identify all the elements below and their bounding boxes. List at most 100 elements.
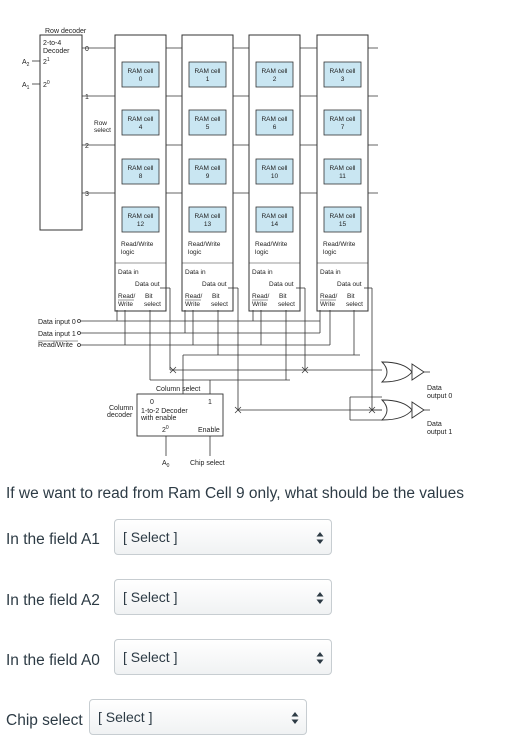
ram-cell-15	[323, 206, 362, 233]
chevron-up-down-icon	[291, 712, 299, 724]
ram-cell-1	[188, 61, 227, 88]
svg-text:20: 20	[43, 80, 50, 89]
row-decoder-type-line2: Decoder	[43, 48, 70, 55]
data-input-0-label: Data input 0	[38, 319, 76, 326]
input-a2: A2 21	[22, 57, 50, 68]
column-decoder-type-line2: with enable	[140, 415, 177, 422]
read-write-top-3: Read/	[320, 293, 338, 300]
field-a2-label: In the field A2	[6, 592, 100, 609]
chevron-up-down-icon	[316, 532, 324, 544]
read-write-bottom-3: Write	[320, 301, 335, 308]
or-gate-output-0	[380, 361, 425, 383]
field-a1-select[interactable]: [ Select ]	[114, 519, 332, 555]
read-write-top-0: Read/	[118, 293, 136, 300]
data-output-1-line1: Data	[427, 421, 442, 428]
field-a1-select-value: [ Select ]	[123, 529, 178, 545]
ram-cell-14-number: 14	[271, 221, 279, 228]
ram-cell-8	[121, 158, 160, 185]
data-out-label-0: Data out	[135, 281, 160, 288]
chip-select-select[interactable]: [ Select ]	[89, 699, 307, 735]
bit-select-line2-0: select	[144, 301, 161, 308]
chip-select-select-value: [ Select ]	[98, 709, 153, 725]
column-decoder-output-1: 1	[208, 399, 212, 406]
column-decoder-label-line2: decoder	[107, 412, 133, 419]
ram-cell-6	[255, 109, 294, 136]
ram-cell-12	[121, 206, 160, 233]
rw-logic-line1-0: Read/Write	[121, 241, 154, 248]
ram-cell-0-label: RAM cell	[127, 68, 154, 75]
data-out-label-2: Data out	[269, 281, 294, 288]
ram-cell-1-number: 1	[206, 76, 210, 83]
ram-cell-9-number: 9	[206, 173, 210, 180]
ram-cell-2-number: 2	[273, 76, 277, 83]
read-write-top-2: Read/	[252, 293, 270, 300]
input-a1: A1 20	[22, 80, 50, 91]
svg-text:A2: A2	[22, 59, 30, 68]
ram-cell-12-number: 12	[137, 221, 145, 228]
row-output-2: 2	[85, 143, 89, 150]
chip-select-label: Chip select	[190, 460, 225, 467]
question-text: If we want to read from Ram Cell 9 only,…	[6, 485, 465, 502]
ram-cell-14-label: RAM cell	[261, 213, 288, 220]
ram-cell-15-number: 15	[339, 221, 347, 228]
ram-cell-3-number: 3	[341, 76, 345, 83]
chip-select-field-label: Chip select	[6, 712, 83, 729]
ram-cell-5-number: 5	[206, 124, 210, 131]
bit-select-line1-0: Bit	[145, 293, 153, 300]
ram-cell-0	[121, 61, 160, 88]
read-write-bottom-0: Write	[118, 301, 133, 308]
svg-text:A1: A1	[22, 82, 30, 91]
ram-cell-5-label: RAM cell	[194, 116, 221, 123]
ram-cell-10-label: RAM cell	[261, 165, 288, 172]
read-write-bottom-1: Write	[185, 301, 200, 308]
ram-cell-6-label: RAM cell	[261, 116, 288, 123]
data-in-label-0: Data in	[118, 269, 139, 276]
row-decoder-box	[39, 34, 83, 231]
read-write-top-1: Read/	[185, 293, 203, 300]
data-output-0-line2: output 0	[427, 393, 452, 400]
bit-select-line1-1: Bit	[212, 293, 220, 300]
ram-cell-9-label: RAM cell	[194, 165, 221, 172]
column-select-label: Column select	[156, 386, 200, 393]
ram-cell-11	[323, 158, 362, 185]
data-out-label-1: Data out	[202, 281, 227, 288]
wire-crossings	[169, 366, 376, 414]
column-decoder-type-line1: 1-to-2 Decoder	[141, 408, 188, 415]
ram-cell-10-number: 10	[271, 173, 279, 180]
rw-logic-line1-1: Read/Write	[188, 241, 221, 248]
bit-select-line2-1: select	[211, 301, 228, 308]
ram-cell-4-label: RAM cell	[127, 116, 154, 123]
data-out-label-3: Data out	[337, 281, 362, 288]
rw-logic-line1-2: Read/Write	[255, 241, 288, 248]
ram-cell-15-label: RAM cell	[329, 213, 356, 220]
row-output-3: 3	[85, 191, 89, 198]
bit-select-line1-3: Bit	[347, 293, 355, 300]
svg-text:21: 21	[43, 57, 50, 66]
chevron-up-down-icon	[316, 592, 324, 604]
bit-select-line1-2: Bit	[279, 293, 287, 300]
field-a0-select[interactable]: [ Select ]	[114, 639, 332, 675]
ram-cell-9	[188, 158, 227, 185]
column-decoder-input: 20	[162, 425, 169, 434]
ram-cell-3	[323, 61, 362, 88]
ram-cell-7-number: 7	[341, 124, 345, 131]
ram-cell-7-label: RAM cell	[329, 116, 356, 123]
field-a0-select-value: [ Select ]	[123, 649, 178, 665]
row-select-label-line2: select	[94, 127, 111, 134]
ram-cell-8-number: 8	[139, 173, 143, 180]
input-a0: A0	[162, 460, 170, 469]
rw-logic-line2-0: logic	[121, 249, 135, 256]
row-output-1: 1	[85, 94, 89, 101]
rw-logic-line1-3: Read/Write	[323, 241, 356, 248]
ram-cell-1-label: RAM cell	[194, 68, 221, 75]
field-a2-select[interactable]: [ Select ]	[114, 579, 332, 615]
rw-logic-line2-3: logic	[323, 249, 337, 256]
data-in-label-1: Data in	[185, 269, 206, 276]
field-a2-select-value: [ Select ]	[123, 589, 178, 605]
data-in-label-2: Data in	[252, 269, 273, 276]
column-decoder-box	[136, 393, 224, 437]
ram-cell-5	[188, 109, 227, 136]
rw-logic-line2-1: logic	[188, 249, 202, 256]
read-write-input-label: Read/Write	[38, 342, 73, 349]
